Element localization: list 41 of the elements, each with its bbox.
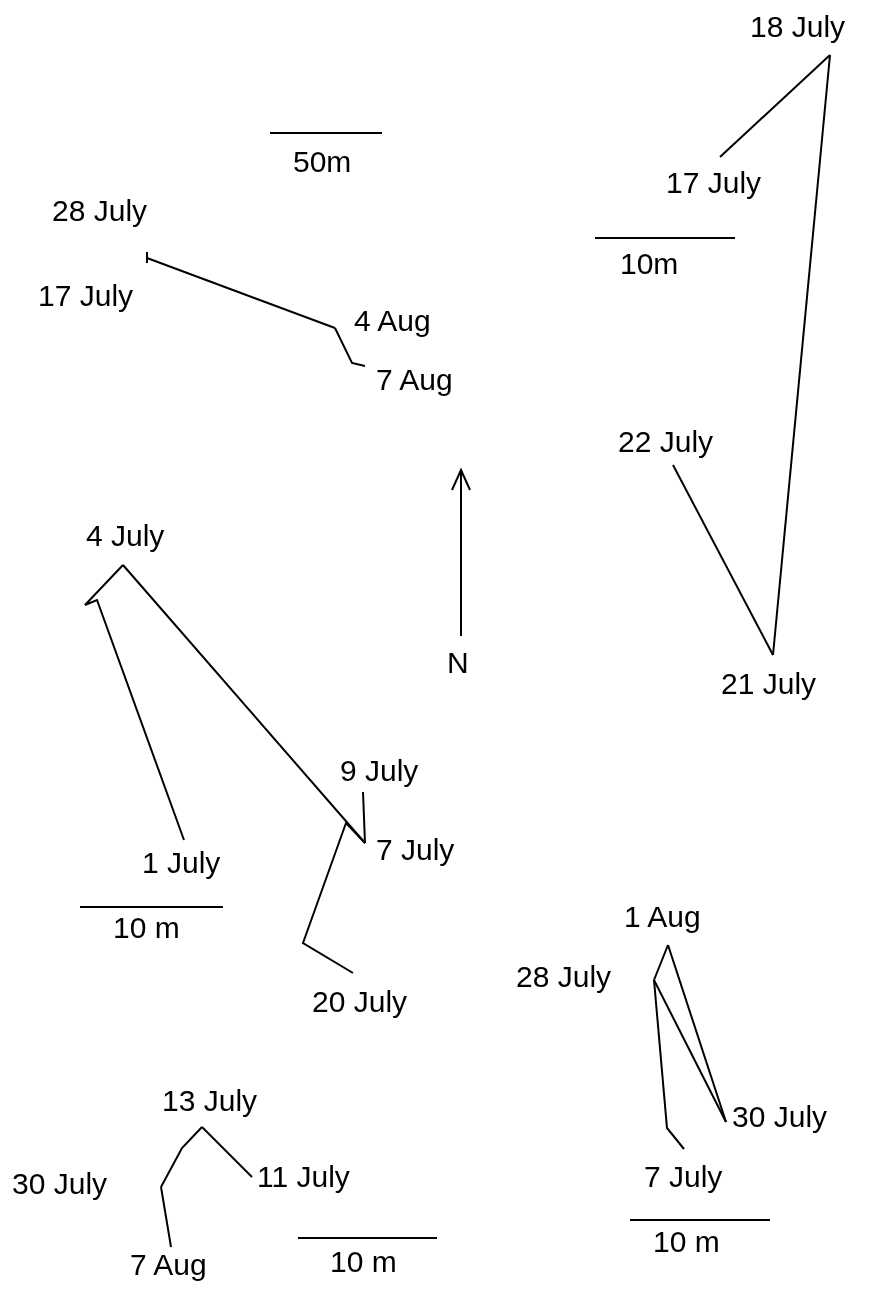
map-label: 10m (620, 249, 679, 279)
track-line (653, 944, 669, 981)
track-line (301, 821, 366, 974)
date-label: 28 July (52, 196, 148, 226)
track-line (334, 327, 366, 367)
track-line (772, 54, 831, 656)
track-line (719, 54, 831, 158)
date-label: 7 July (376, 835, 455, 865)
date-label: 1 Aug (624, 902, 701, 932)
map-label: 10 m (330, 1247, 397, 1277)
date-label: 18 July (750, 12, 846, 42)
date-label: 4 Aug (354, 306, 431, 336)
date-label: 7 Aug (376, 365, 453, 395)
track-line (653, 979, 685, 1150)
date-label: 7 Aug (130, 1250, 207, 1280)
track-line (667, 944, 727, 1123)
date-label: 20 July (312, 987, 408, 1017)
track-line (672, 464, 774, 656)
date-label: 22 July (618, 427, 714, 457)
map-label: 17 July (38, 281, 134, 311)
track-line (160, 1126, 203, 1188)
track-line (362, 791, 366, 844)
date-label: 17 July (666, 168, 762, 198)
date-label: 13 July (162, 1086, 258, 1116)
date-label: 4 July (86, 521, 165, 551)
track-line (84, 564, 185, 841)
date-label: 30 July (732, 1102, 828, 1132)
track-line (201, 1126, 253, 1178)
date-label: 21 July (721, 669, 817, 699)
date-label: 1 July (142, 848, 221, 878)
track-line (160, 1186, 172, 1248)
date-label: 30 July (12, 1169, 108, 1199)
date-label: 11 July (257, 1162, 350, 1192)
date-label: 28 July (516, 962, 612, 992)
map-label: 10 m (113, 913, 180, 943)
track-line (146, 257, 336, 329)
date-label: 9 July (340, 756, 419, 786)
map-label: N (447, 648, 469, 678)
date-label: 7 July (644, 1162, 723, 1192)
map-label: 50m (293, 147, 352, 177)
map-label: 10 m (653, 1227, 720, 1257)
